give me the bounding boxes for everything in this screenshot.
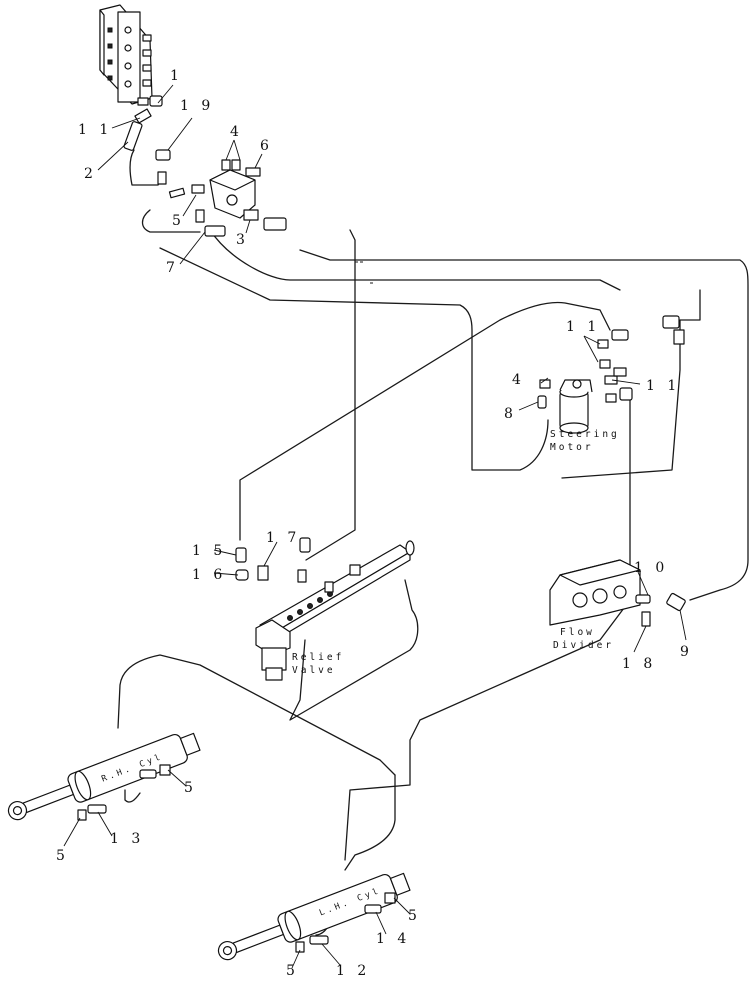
callout-10: 1 0	[634, 560, 668, 576]
steering-motor	[537, 315, 685, 434]
callout-4-top: 4	[230, 124, 243, 140]
hose-steering-to-relief	[239, 301, 611, 541]
hose-priority-loop-left	[141, 209, 201, 233]
hose-case-drain	[355, 261, 375, 284]
relief-valve-label-line1: Relief	[292, 652, 344, 663]
callout-13: 1 3	[110, 831, 144, 847]
callout-11-b: 1 1	[646, 378, 680, 394]
callout-16: 1 6	[192, 567, 226, 583]
hose-cyl-crossover	[117, 654, 396, 776]
hose-steering-to-cylinders	[561, 289, 701, 479]
leader-lines	[63, 84, 687, 969]
relief-valve-label-line2: Valve	[292, 665, 336, 676]
fitting-11-top	[134, 108, 152, 124]
callout-5-rh-right: 5	[184, 780, 197, 796]
callout-9: 9	[680, 644, 693, 660]
callout-1: 1	[170, 68, 183, 84]
callout-7: 7	[166, 260, 179, 276]
callout-14: 1 4	[376, 931, 410, 947]
hose-lh-cyl-loop	[344, 774, 396, 871]
flow-divider-label-line1: Flow	[560, 627, 595, 638]
callout-5-lh-left: 5	[286, 963, 299, 979]
callout-17: 1 7	[266, 530, 300, 546]
callout-11-top: 1 1	[78, 122, 112, 138]
callout-11-a: 1 1	[566, 319, 600, 335]
hose-priority-to-relief-valve	[305, 229, 356, 561]
steering-motor-label-line1: Steering	[550, 429, 620, 440]
control-valve-bank	[99, 4, 163, 107]
callout-5-top: 5	[172, 213, 185, 229]
hose-long-right-loop	[299, 249, 749, 601]
callout-5-rh-left: 5	[56, 848, 69, 864]
hose-return-loop	[159, 247, 549, 471]
flow-divider	[549, 559, 686, 627]
callout-5-lh-right: 5	[408, 908, 421, 924]
hose-valve-bank-to-priority	[129, 149, 163, 186]
callout-6: 6	[260, 138, 273, 154]
steering-motor-label-line2: Motor	[550, 442, 594, 453]
relief-valve-manifold	[235, 537, 415, 681]
lh-cylinder: L.H. Cyl	[217, 872, 411, 961]
callout-numbers: 1 1 1 1 9 2 4 6 5 3 7 1 1 4 1 1 8 1 5 1 …	[56, 68, 693, 979]
hose-rh-cyl-port	[124, 789, 141, 803]
flow-divider-label-line2: Divider	[553, 640, 614, 651]
hose-to-steering-right	[209, 229, 621, 291]
priority-valve	[168, 159, 287, 237]
component-labels: Steering Motor Relief Valve Flow Divider	[292, 429, 620, 676]
hose-routes	[117, 149, 749, 936]
callout-3: 3	[236, 232, 249, 248]
callout-12: 1 2	[336, 963, 370, 979]
fitting-2-hose-end	[123, 121, 143, 151]
rh-cylinder: R.H. Cyl	[7, 732, 201, 821]
callout-15: 1 5	[192, 543, 226, 559]
fitting-19-elbow	[155, 149, 171, 185]
callout-18: 1 8	[622, 656, 656, 672]
callout-19: 1 9	[180, 98, 214, 114]
callout-8: 8	[504, 406, 517, 422]
callout-4-mid: 4	[512, 372, 525, 388]
callout-2: 2	[84, 166, 97, 182]
hose-relief-to-rh-cyl	[289, 579, 419, 721]
